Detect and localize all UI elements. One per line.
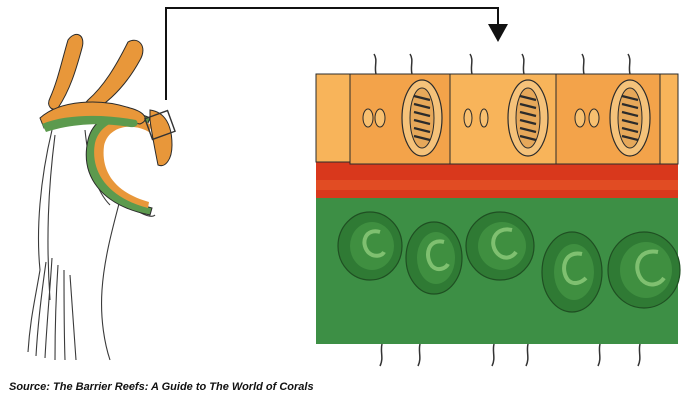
source-caption: Source: The Barrier Reefs: A Guide to Th…: [9, 381, 314, 393]
epidermis-cell: [660, 74, 678, 164]
epidermis-cell: [316, 74, 350, 162]
tissue-cross-section: [316, 54, 680, 366]
coral-polyp-illustration: [28, 34, 175, 360]
nematocyst-icon: [402, 80, 442, 156]
zooxanthella-icon: [338, 212, 402, 280]
polyp-tentacle-left: [49, 34, 83, 109]
arrow-down-icon: [488, 24, 508, 42]
nematocyst-icon: [610, 80, 650, 156]
basal-cilia: [380, 344, 640, 366]
surface-cilia: [374, 54, 630, 74]
polyp-tissue-arm: [150, 110, 172, 166]
zooxanthella-icon: [406, 222, 462, 294]
nematocyst-icon: [508, 80, 548, 156]
zooxanthella-icon: [542, 232, 602, 312]
mesoglea-highlight: [316, 180, 678, 190]
zooxanthella-icon: [608, 232, 680, 308]
polyp-body-orange: [94, 119, 152, 208]
mesoglea-layer: [316, 160, 678, 198]
zooxanthella-icon: [466, 212, 534, 280]
